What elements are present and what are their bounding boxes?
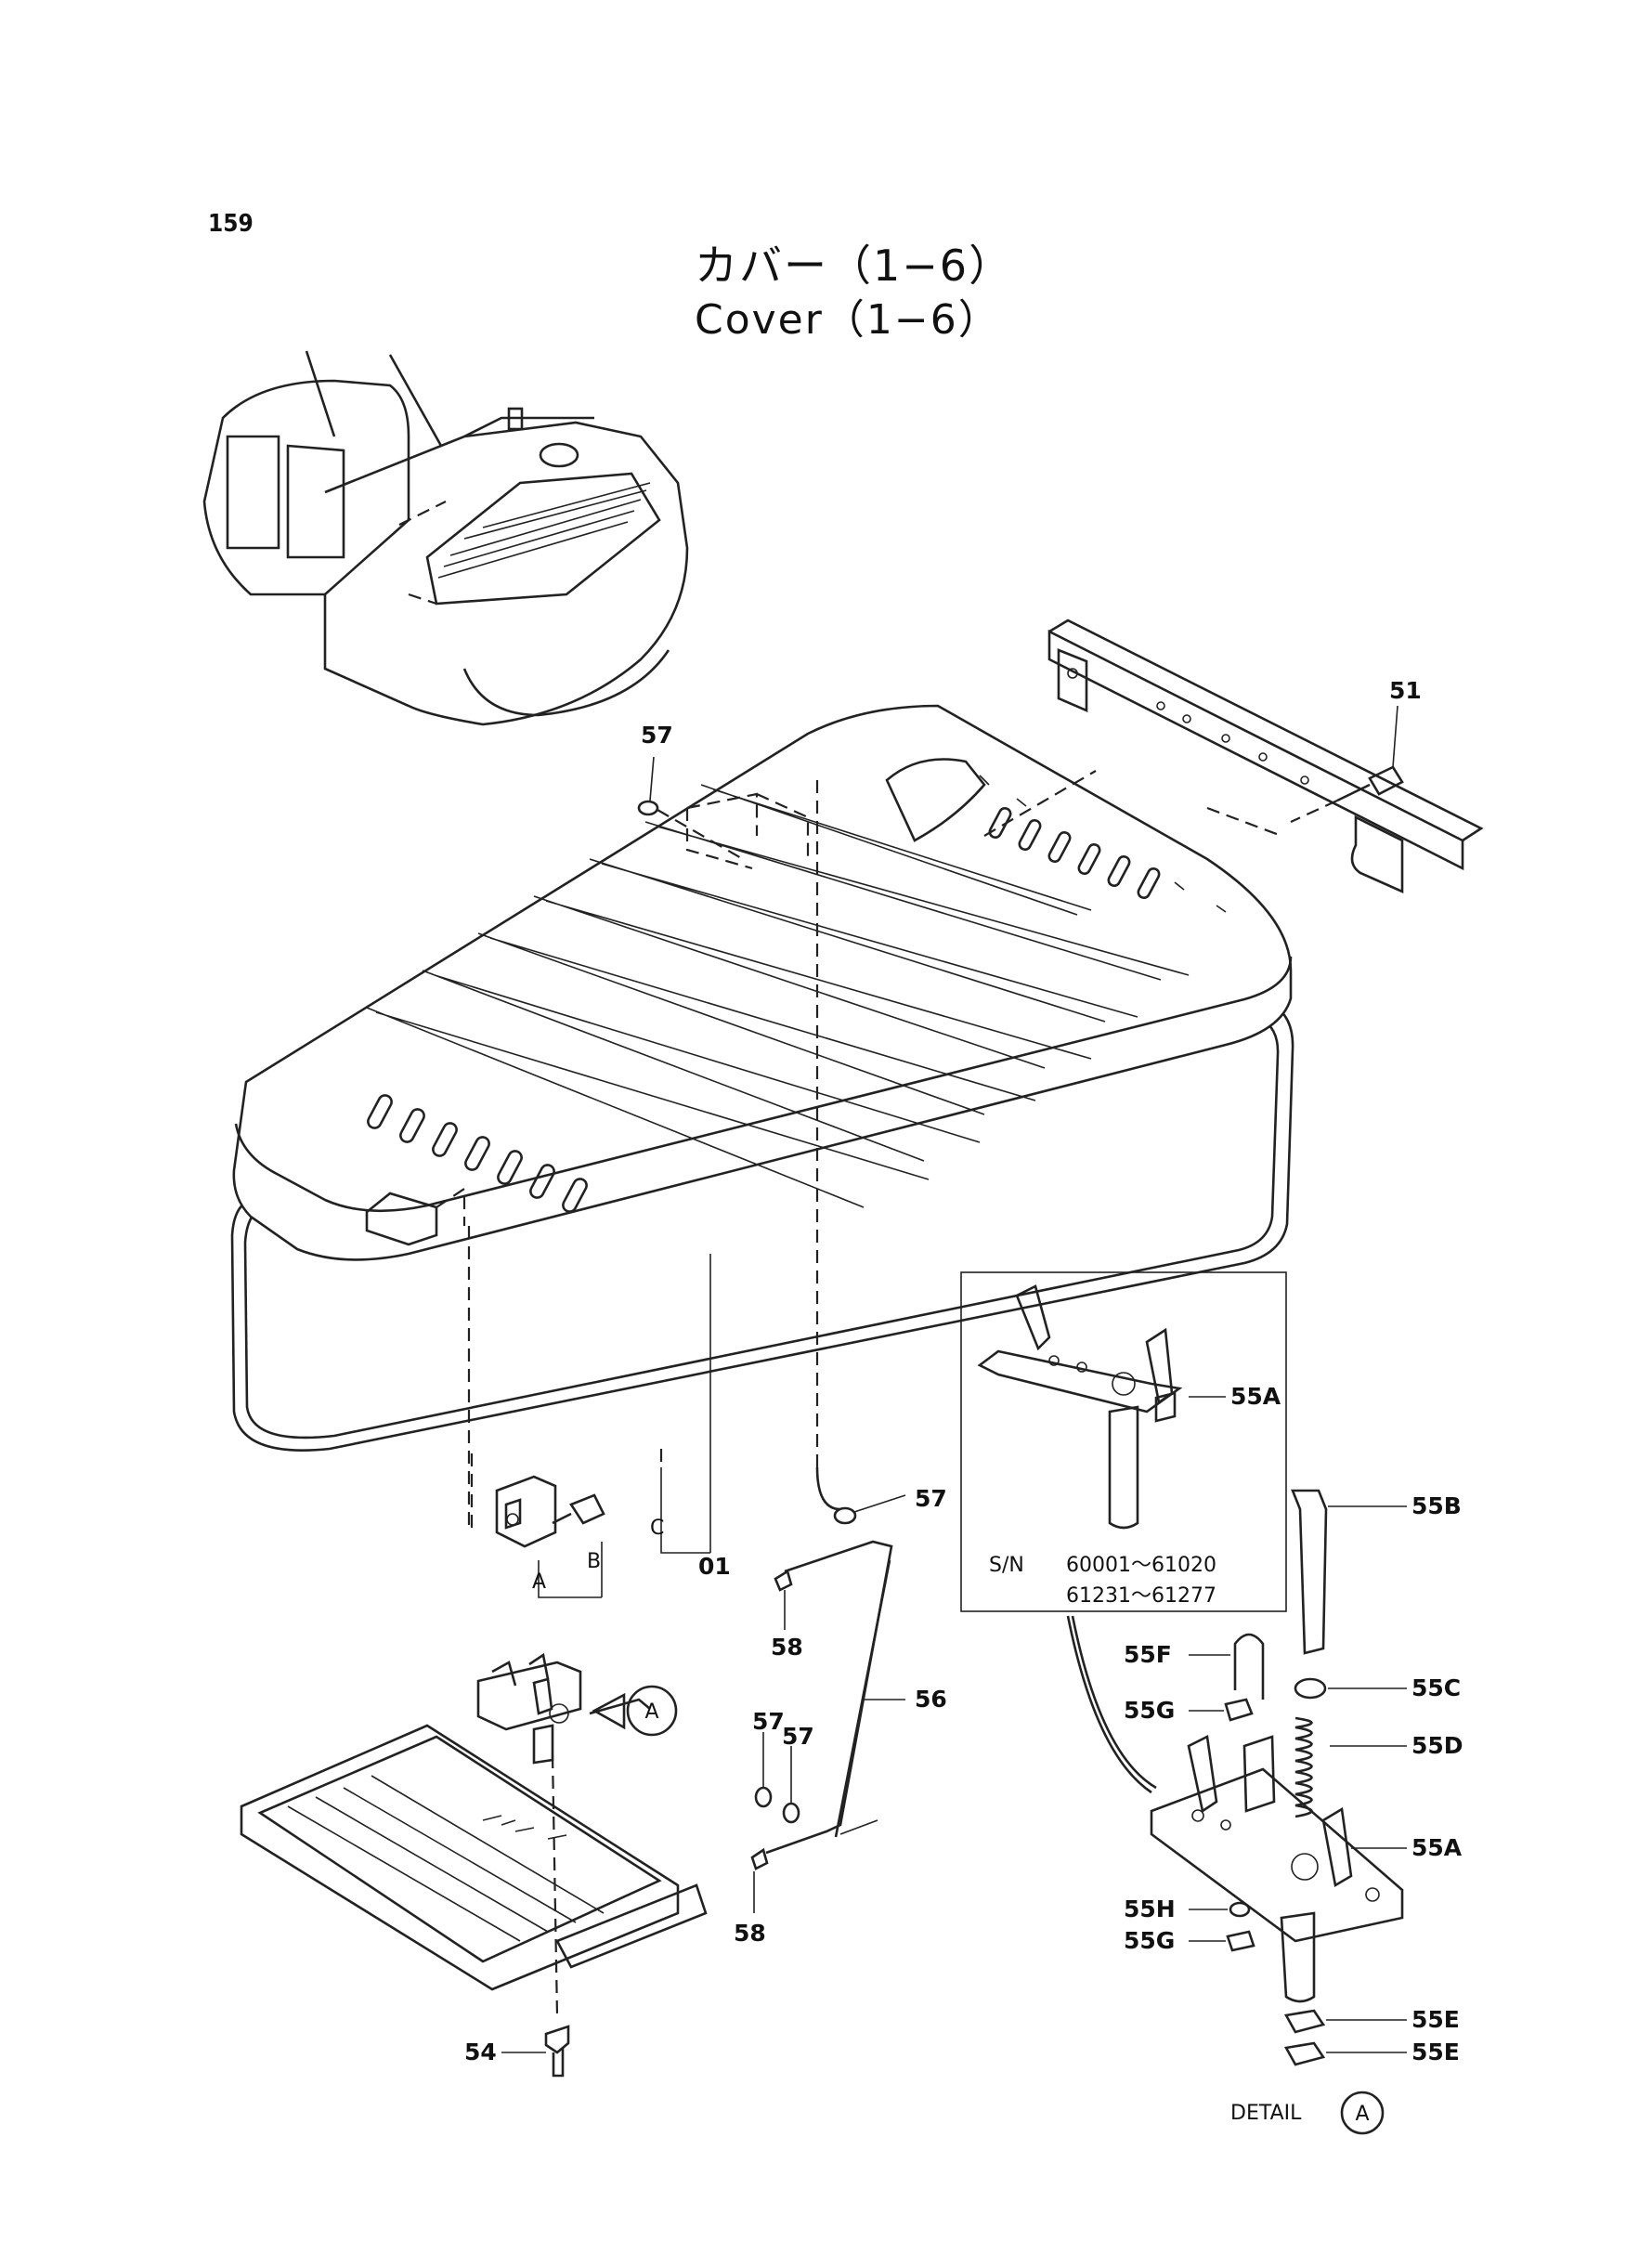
label-54: 54 [464, 2039, 497, 2065]
excavator-overview [202, 350, 689, 726]
stay-rod-56 [750, 780, 906, 1913]
label-55b: 55B [1411, 1492, 1462, 1519]
washer-57-top [637, 756, 744, 860]
label-57-top: 57 [641, 722, 673, 749]
label-55e-bottom: 55E [1411, 2039, 1460, 2065]
cover-panel [230, 704, 1294, 1452]
label-57-right: 57 [782, 1723, 814, 1750]
label-55h: 55H [1124, 1896, 1176, 1922]
label-55d: 55D [1411, 1732, 1463, 1759]
serial-prefix: S/N [989, 1554, 1024, 1577]
latch-assembly [467, 1226, 711, 1598]
title-japanese: カバー（1−6） [695, 241, 1014, 291]
callout-a-letter: A [644, 1700, 658, 1724]
label-01: 01 [698, 1553, 731, 1580]
lock-and-grille [240, 1652, 708, 2078]
page-number: 159 [208, 210, 254, 238]
serial-range-2: 61231～61277 [1066, 1584, 1216, 1608]
label-57-left: 57 [752, 1708, 785, 1735]
label-58-top: 58 [771, 1634, 803, 1661]
detail-a-label: DETAIL A [1230, 2091, 1385, 2135]
label-55f: 55F [1124, 1641, 1172, 1668]
hinge-bracket [983, 619, 1484, 894]
label-51: 51 [1389, 677, 1422, 704]
detail-parts-55 [1066, 1489, 1407, 2066]
label-55g-top: 55G [1124, 1697, 1175, 1724]
serial-range-1: 60001～61020 [1066, 1554, 1216, 1577]
bolt-51 [1290, 705, 1404, 823]
label-c: C [650, 1517, 664, 1540]
label-58-bottom: 58 [734, 1920, 766, 1947]
label-55c: 55C [1411, 1674, 1461, 1701]
title-english: Cover（1−6） [695, 296, 1001, 344]
label-a: A [532, 1570, 546, 1594]
detail-text: DETAIL [1230, 2102, 1302, 2125]
vent-slots-right [988, 806, 1161, 900]
label-55g-bottom: 55G [1124, 1927, 1175, 1954]
label-55e-top: 55E [1411, 2006, 1460, 2033]
label-57-rod: 57 [915, 1485, 947, 1512]
detail-circle-letter: A [1355, 2103, 1369, 2126]
label-56: 56 [915, 1686, 947, 1713]
detail-inset [960, 1271, 1287, 1612]
label-b: B [587, 1550, 601, 1573]
vent-slots-left [367, 1094, 588, 1213]
label-55a-detail: 55A [1230, 1383, 1281, 1410]
callout-a: A [592, 1685, 678, 1737]
label-55a: 55A [1411, 1834, 1463, 1861]
